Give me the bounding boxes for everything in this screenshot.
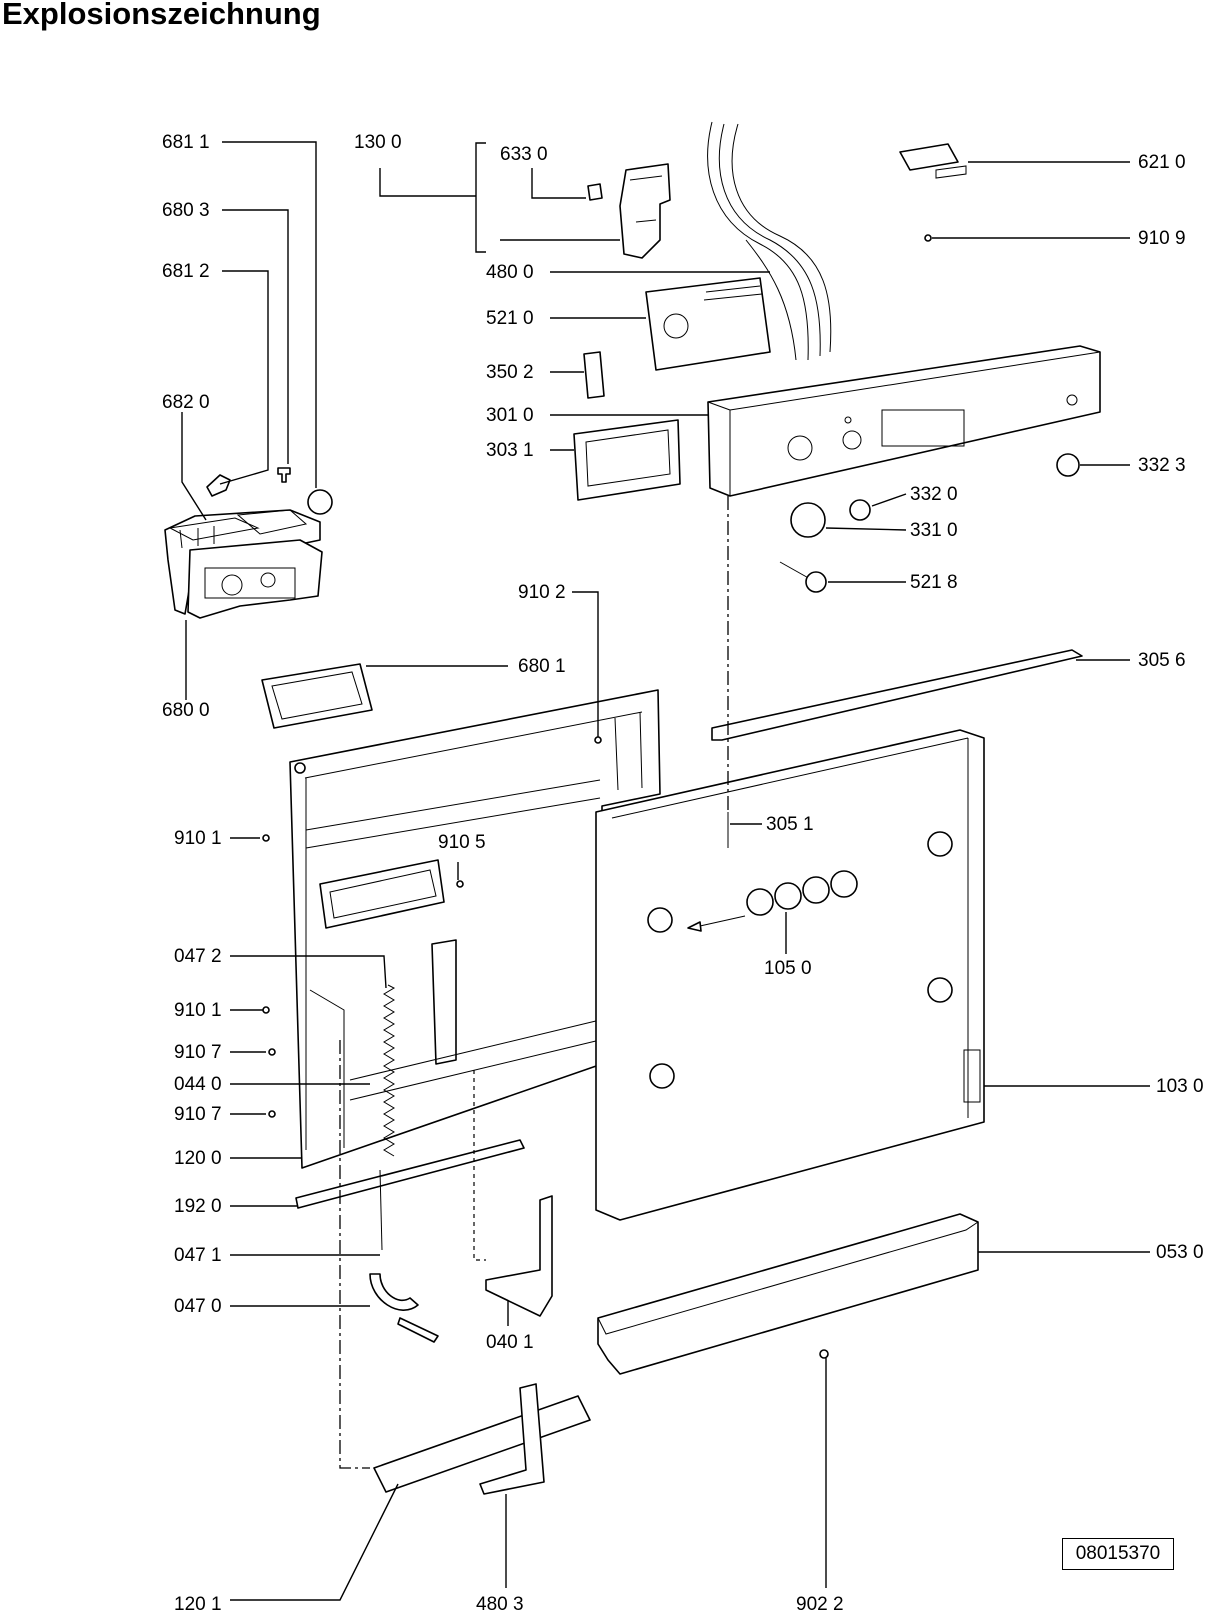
label-103-0: 103 0 — [1156, 1076, 1204, 1097]
drawing-number-box: 08015370 — [1062, 1538, 1174, 1570]
label-521-0: 521 0 — [486, 308, 534, 329]
label-192-0: 192 0 — [174, 1196, 222, 1217]
label-910-1-upper: 910 1 — [174, 828, 222, 849]
inner-door-drawing — [289, 689, 661, 1169]
screw-902-2-drawing — [819, 1349, 829, 1359]
label-680-0: 680 0 — [162, 700, 210, 721]
rod-047-1-drawing — [379, 1169, 383, 1251]
label-680-1: 680 1 — [518, 656, 566, 677]
leader-lines — [181, 141, 1150, 1601]
label-480-3: 480 3 — [476, 1594, 524, 1615]
label-047-1: 047 1 — [174, 1245, 222, 1266]
rail-305-6-drawing — [711, 649, 1083, 741]
label-910-7-upper: 910 7 — [174, 1042, 222, 1063]
label-682-0: 682 0 — [162, 392, 210, 413]
part-120-1-drawing — [373, 1395, 591, 1493]
part-633-0-drawing — [587, 183, 603, 201]
label-047-0: 047 0 — [174, 1296, 222, 1317]
door-spring-drawing — [383, 984, 396, 1157]
label-105-0: 105 0 — [764, 958, 812, 979]
label-350-2: 350 2 — [486, 362, 534, 383]
part-303-1-drawing — [573, 419, 681, 501]
label-910-5: 910 5 — [438, 832, 486, 853]
label-680-3: 680 3 — [162, 200, 210, 221]
control-panel-drawing — [707, 345, 1101, 497]
label-621-0: 621 0 — [1138, 152, 1186, 173]
part-621-0-drawing — [899, 143, 959, 171]
label-044-0: 044 0 — [174, 1074, 222, 1095]
part-350-2-drawing — [583, 351, 605, 399]
label-902-2: 902 2 — [796, 1594, 844, 1615]
label-332-0: 332 0 — [910, 484, 958, 505]
label-303-1: 303 1 — [486, 440, 534, 461]
label-130-0: 130 0 — [354, 132, 402, 153]
label-332-3: 332 3 — [1138, 455, 1186, 476]
part-682-0-drawing — [206, 474, 231, 497]
electronics-module-drawing — [645, 277, 771, 371]
label-633-0: 633 0 — [500, 144, 548, 165]
label-910-1-lower: 910 1 — [174, 1000, 222, 1021]
label-910-7-lower: 910 7 — [174, 1104, 222, 1125]
part-480-3-drawing — [479, 1383, 545, 1495]
label-331-0: 331 0 — [910, 520, 958, 541]
strip-192-0-drawing — [295, 1139, 525, 1209]
part-drawings — [164, 121, 1101, 1495]
door-panel-drawing — [595, 729, 985, 1221]
page-title: Explosionszeichnung — [2, 0, 321, 31]
part-labels: 681 1 680 3 681 2 682 0 680 0 680 1 130 … — [162, 132, 1204, 1615]
label-040-1: 040 1 — [486, 1332, 534, 1353]
label-305-6: 305 6 — [1138, 650, 1186, 671]
label-120-1: 120 1 — [174, 1594, 222, 1615]
dispenser-unit-drawing — [164, 509, 323, 619]
label-120-0: 120 0 — [174, 1148, 222, 1169]
label-681-2: 681 2 — [162, 261, 210, 282]
label-053-0: 053 0 — [1156, 1242, 1204, 1263]
assembly-axis-lines — [339, 496, 729, 1469]
label-910-9: 910 9 — [1138, 228, 1186, 249]
wiring-harness-drawing — [707, 121, 832, 361]
hinge-047-0-drawing — [369, 1273, 439, 1343]
knob-332-0-drawing — [849, 499, 871, 521]
label-521-8: 521 8 — [910, 572, 958, 593]
label-301-0: 301 0 — [486, 405, 534, 426]
label-681-1: 681 1 — [162, 132, 210, 153]
bracket-040-1-drawing — [485, 1195, 553, 1317]
part-521-8-drawing — [779, 561, 827, 593]
knob-331-0-drawing — [790, 502, 826, 538]
label-910-2: 910 2 — [518, 582, 566, 603]
label-305-1: 305 1 — [766, 814, 814, 835]
part-680-3-drawing — [277, 467, 291, 483]
screw-910-9-drawing — [924, 234, 932, 242]
knob-332-3-drawing — [1056, 453, 1080, 477]
label-480-0: 480 0 — [486, 262, 534, 283]
part-681-1-drawing — [307, 489, 333, 515]
kick-plate-drawing — [597, 1213, 979, 1375]
gasket-680-1-drawing — [261, 663, 373, 729]
label-047-2: 047 2 — [174, 946, 222, 967]
part-480-0-drawing — [619, 163, 671, 259]
